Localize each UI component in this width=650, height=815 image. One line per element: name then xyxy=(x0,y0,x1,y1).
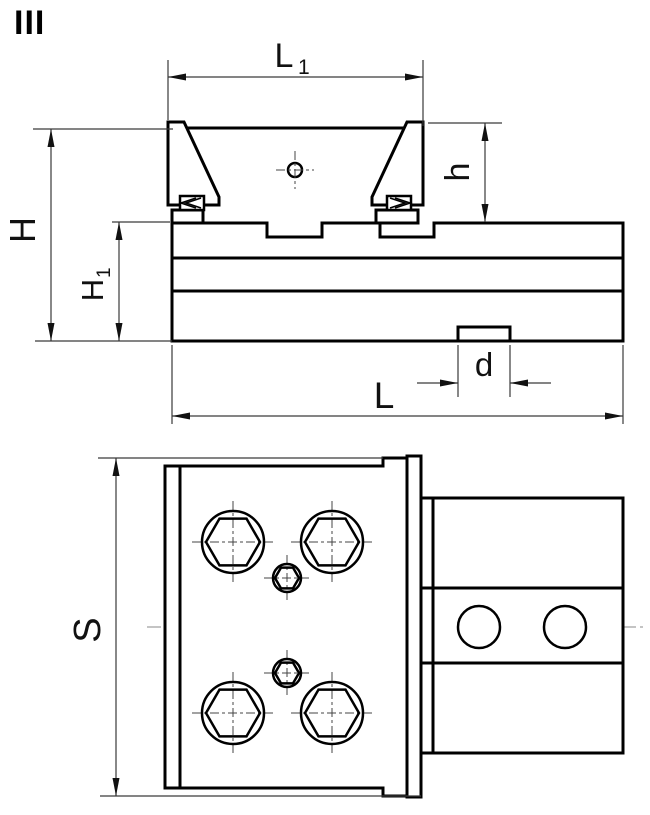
dim-L1: L 1 xyxy=(167,37,424,126)
jaw-right-leg xyxy=(370,120,425,207)
right-insert-chevron2-icon xyxy=(394,197,413,209)
dim-H-label: H xyxy=(2,217,43,243)
housing-hole-left xyxy=(456,604,502,650)
housing-hole-right xyxy=(542,604,588,650)
right-insert-chevron-icon xyxy=(389,197,408,209)
dim-d: d xyxy=(417,345,551,397)
housing-outline xyxy=(419,496,625,755)
dim-S-label: S xyxy=(67,617,109,642)
vise-body xyxy=(170,221,625,343)
jaw-left-rail xyxy=(170,208,205,225)
body-bottom-slot xyxy=(456,325,512,341)
dim-S: S xyxy=(67,457,421,797)
screw-housing xyxy=(419,496,625,755)
dim-h: h xyxy=(428,122,502,222)
movable-jaw xyxy=(166,120,425,225)
dim-L1-sub: 1 xyxy=(298,56,310,79)
hex-bolt xyxy=(192,501,274,583)
dim-H: H xyxy=(2,128,173,342)
variant-label: III xyxy=(14,4,46,42)
hex-screw xyxy=(264,650,310,696)
jaw-left-leg xyxy=(166,120,221,207)
plan-view: S xyxy=(67,454,643,799)
dim-L1-label: L xyxy=(275,37,294,75)
dim-h-label: h xyxy=(439,163,477,182)
dim-H1-sub: 1 xyxy=(94,267,115,278)
left-insert-chevron-icon xyxy=(183,197,202,209)
jaw-right-rail xyxy=(374,208,420,225)
left-insert-chevron2-icon xyxy=(178,197,197,209)
dim-H1-label: H xyxy=(75,279,110,301)
plate-bar xyxy=(405,454,423,799)
hex-screws-small xyxy=(264,555,310,696)
dim-L: L xyxy=(171,345,624,424)
dim-L-label: L xyxy=(374,375,395,416)
dim-H1: H 1 xyxy=(75,221,170,341)
body-outline xyxy=(170,221,625,343)
side-view: L 1 h H xyxy=(2,37,625,424)
dim-d-label: d xyxy=(475,346,493,383)
hex-bolt xyxy=(192,672,274,754)
hex-bolts-large xyxy=(192,501,373,754)
hex-screw xyxy=(264,555,310,601)
hex-bolt xyxy=(291,672,373,754)
hex-bolt xyxy=(291,501,373,583)
jaw-plate xyxy=(163,454,423,799)
plate-outline xyxy=(163,456,409,798)
